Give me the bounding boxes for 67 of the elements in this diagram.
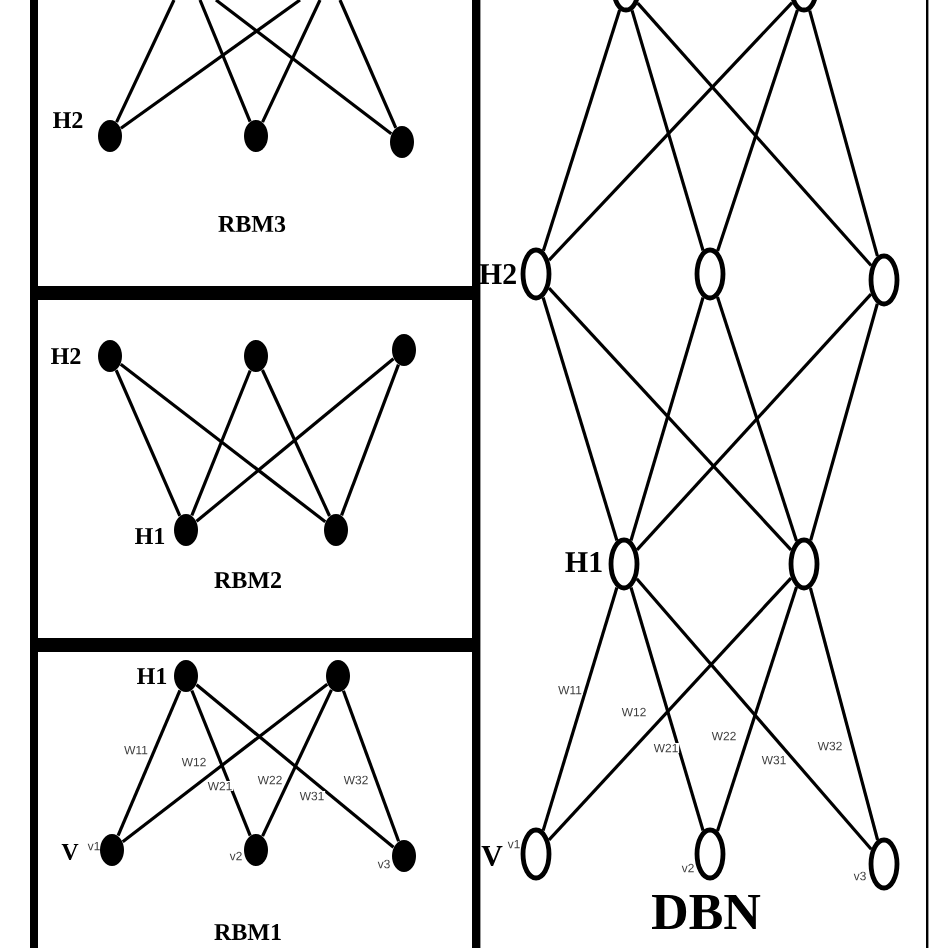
connection-line — [636, 2, 873, 267]
neuron — [244, 340, 268, 372]
connection-line — [541, 9, 622, 252]
connection-line — [198, 0, 252, 123]
neuron — [244, 834, 268, 866]
connection-line — [715, 296, 799, 542]
layer-label: V — [61, 843, 79, 861]
neuron — [608, 537, 640, 591]
layer-label: H2 — [479, 264, 516, 284]
connection-line — [809, 303, 879, 541]
neuron — [694, 247, 726, 301]
connection-line — [808, 10, 879, 257]
neuron — [324, 514, 348, 546]
connection-line — [629, 297, 705, 541]
connection-line — [115, 0, 176, 123]
neuron — [392, 840, 416, 872]
connection-line — [341, 690, 401, 842]
layer-label: V — [481, 845, 503, 867]
neuron — [98, 340, 122, 372]
neuron — [174, 514, 198, 546]
neuron — [326, 660, 350, 692]
neuron — [868, 837, 900, 891]
connection-line — [629, 587, 705, 831]
connection-line — [716, 9, 799, 252]
connection-line — [547, 287, 793, 551]
layer-label: H2 — [51, 348, 81, 364]
connection-line — [261, 0, 322, 123]
neuron — [611, 0, 641, 13]
neuron — [788, 537, 820, 591]
connection-line — [121, 683, 329, 844]
connection-line — [338, 0, 398, 129]
connection-line — [547, 1, 794, 262]
connection-line — [116, 689, 182, 837]
connection-line — [340, 364, 400, 516]
neuron — [244, 120, 268, 152]
neuron — [520, 827, 552, 881]
connection-line — [541, 296, 619, 542]
connection-line — [190, 689, 252, 837]
neuron — [520, 247, 552, 301]
neuron — [694, 827, 726, 881]
connection-line — [119, 363, 327, 524]
connection-line — [630, 9, 705, 251]
connection-line — [635, 577, 873, 851]
connection-line — [635, 293, 873, 551]
neuron — [98, 120, 122, 152]
connection-line — [261, 369, 331, 517]
connection-line — [547, 577, 793, 841]
neuron — [868, 253, 900, 307]
layer-label: H1 — [565, 552, 602, 572]
connection-line — [541, 586, 619, 832]
connection-line — [119, 0, 301, 130]
layer-label: H2 — [53, 112, 83, 128]
neuron — [392, 334, 416, 366]
connection-line — [195, 683, 395, 849]
neuron — [100, 834, 124, 866]
connection-line — [808, 587, 880, 841]
connection-line — [261, 689, 333, 837]
layer-label: H1 — [137, 668, 167, 684]
connection-line — [195, 357, 395, 523]
layer-label: H1 — [135, 528, 165, 544]
neuron — [789, 0, 819, 13]
neuron — [174, 660, 198, 692]
connection-line — [215, 0, 393, 136]
connection-line — [715, 586, 799, 832]
connection-line — [190, 369, 252, 517]
neuron — [390, 126, 414, 158]
connection-line — [114, 369, 182, 517]
